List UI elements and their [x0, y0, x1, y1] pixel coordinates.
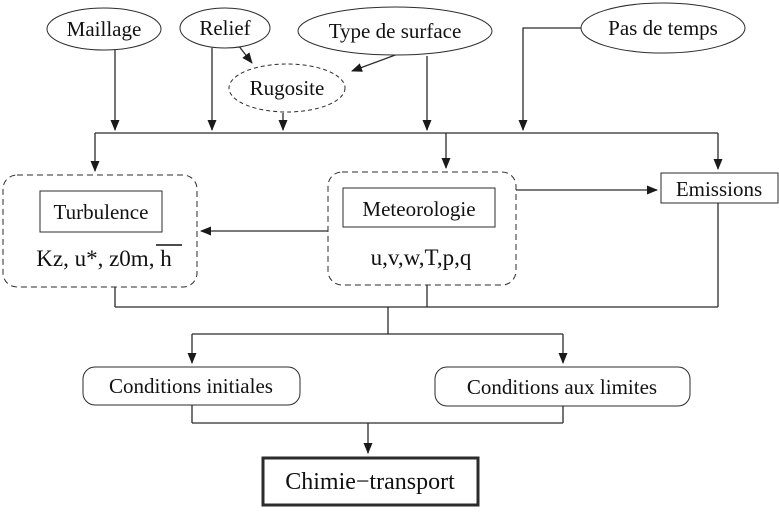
- pas-de-temps-label: Pas de temps: [608, 16, 718, 40]
- pas-de-temps-ellipse: [580, 2, 746, 54]
- emissions-label: Emissions: [676, 177, 762, 201]
- edge-surface-to-rugosite: [351, 53, 399, 72]
- conditions-initiales-box: [82, 366, 301, 406]
- chimie-transport-box: [261, 456, 480, 507]
- node-relief: Relief: [179, 7, 271, 49]
- node-conditions-initiales: Conditions initiales: [82, 366, 301, 406]
- meteorologie-title-box: [342, 187, 496, 228]
- conditions-aux-limites-label: Conditions aux limites: [467, 375, 657, 399]
- meteorologie-label: Meteorologie: [362, 197, 475, 221]
- rugosite-ellipse: [228, 63, 346, 113]
- node-pas-de-temps: Pas de temps: [580, 2, 746, 54]
- maillage-ellipse: [46, 7, 162, 51]
- meteorologie-variables: u,v,w,T,p,q: [371, 245, 472, 270]
- edge-pas-de-temps-down: [518, 27, 582, 131]
- node-type-de-surface: Type de surface: [297, 6, 493, 56]
- relief-ellipse: [179, 7, 271, 49]
- chimie-transport-label: Chimie−transport: [285, 469, 455, 495]
- rugosite-label: Rugosite: [250, 76, 325, 100]
- turbulence-title-box: [39, 190, 163, 233]
- conditions-initiales-label: Conditions initiales: [109, 374, 273, 398]
- edge-relief-to-rugosite: [237, 44, 253, 64]
- node-emissions: Emissions: [660, 172, 779, 204]
- node-turbulence-group: Turbulence Kz, u*, z0m, h: [2, 174, 198, 288]
- node-chimie-transport: Chimie−transport: [261, 456, 480, 507]
- maillage-label: Maillage: [67, 17, 142, 41]
- node-maillage: Maillage: [46, 7, 162, 51]
- conditions-aux-limites-box: [434, 366, 691, 407]
- type-de-surface-ellipse: [297, 6, 493, 56]
- node-conditions-aux-limites: Conditions aux limites: [434, 366, 691, 407]
- turbulence-variables: Kz, u*, z0m, h: [36, 246, 172, 271]
- edges: [90, 27, 723, 454]
- node-rugosite: Rugosite: [228, 63, 346, 113]
- relief-label: Relief: [199, 16, 250, 40]
- emissions-box: [660, 172, 779, 204]
- turbulence-label: Turbulence: [54, 200, 149, 224]
- node-meteorologie-group: Meteorologie u,v,w,T,p,q: [327, 171, 517, 286]
- type-de-surface-label: Type de surface: [329, 19, 462, 43]
